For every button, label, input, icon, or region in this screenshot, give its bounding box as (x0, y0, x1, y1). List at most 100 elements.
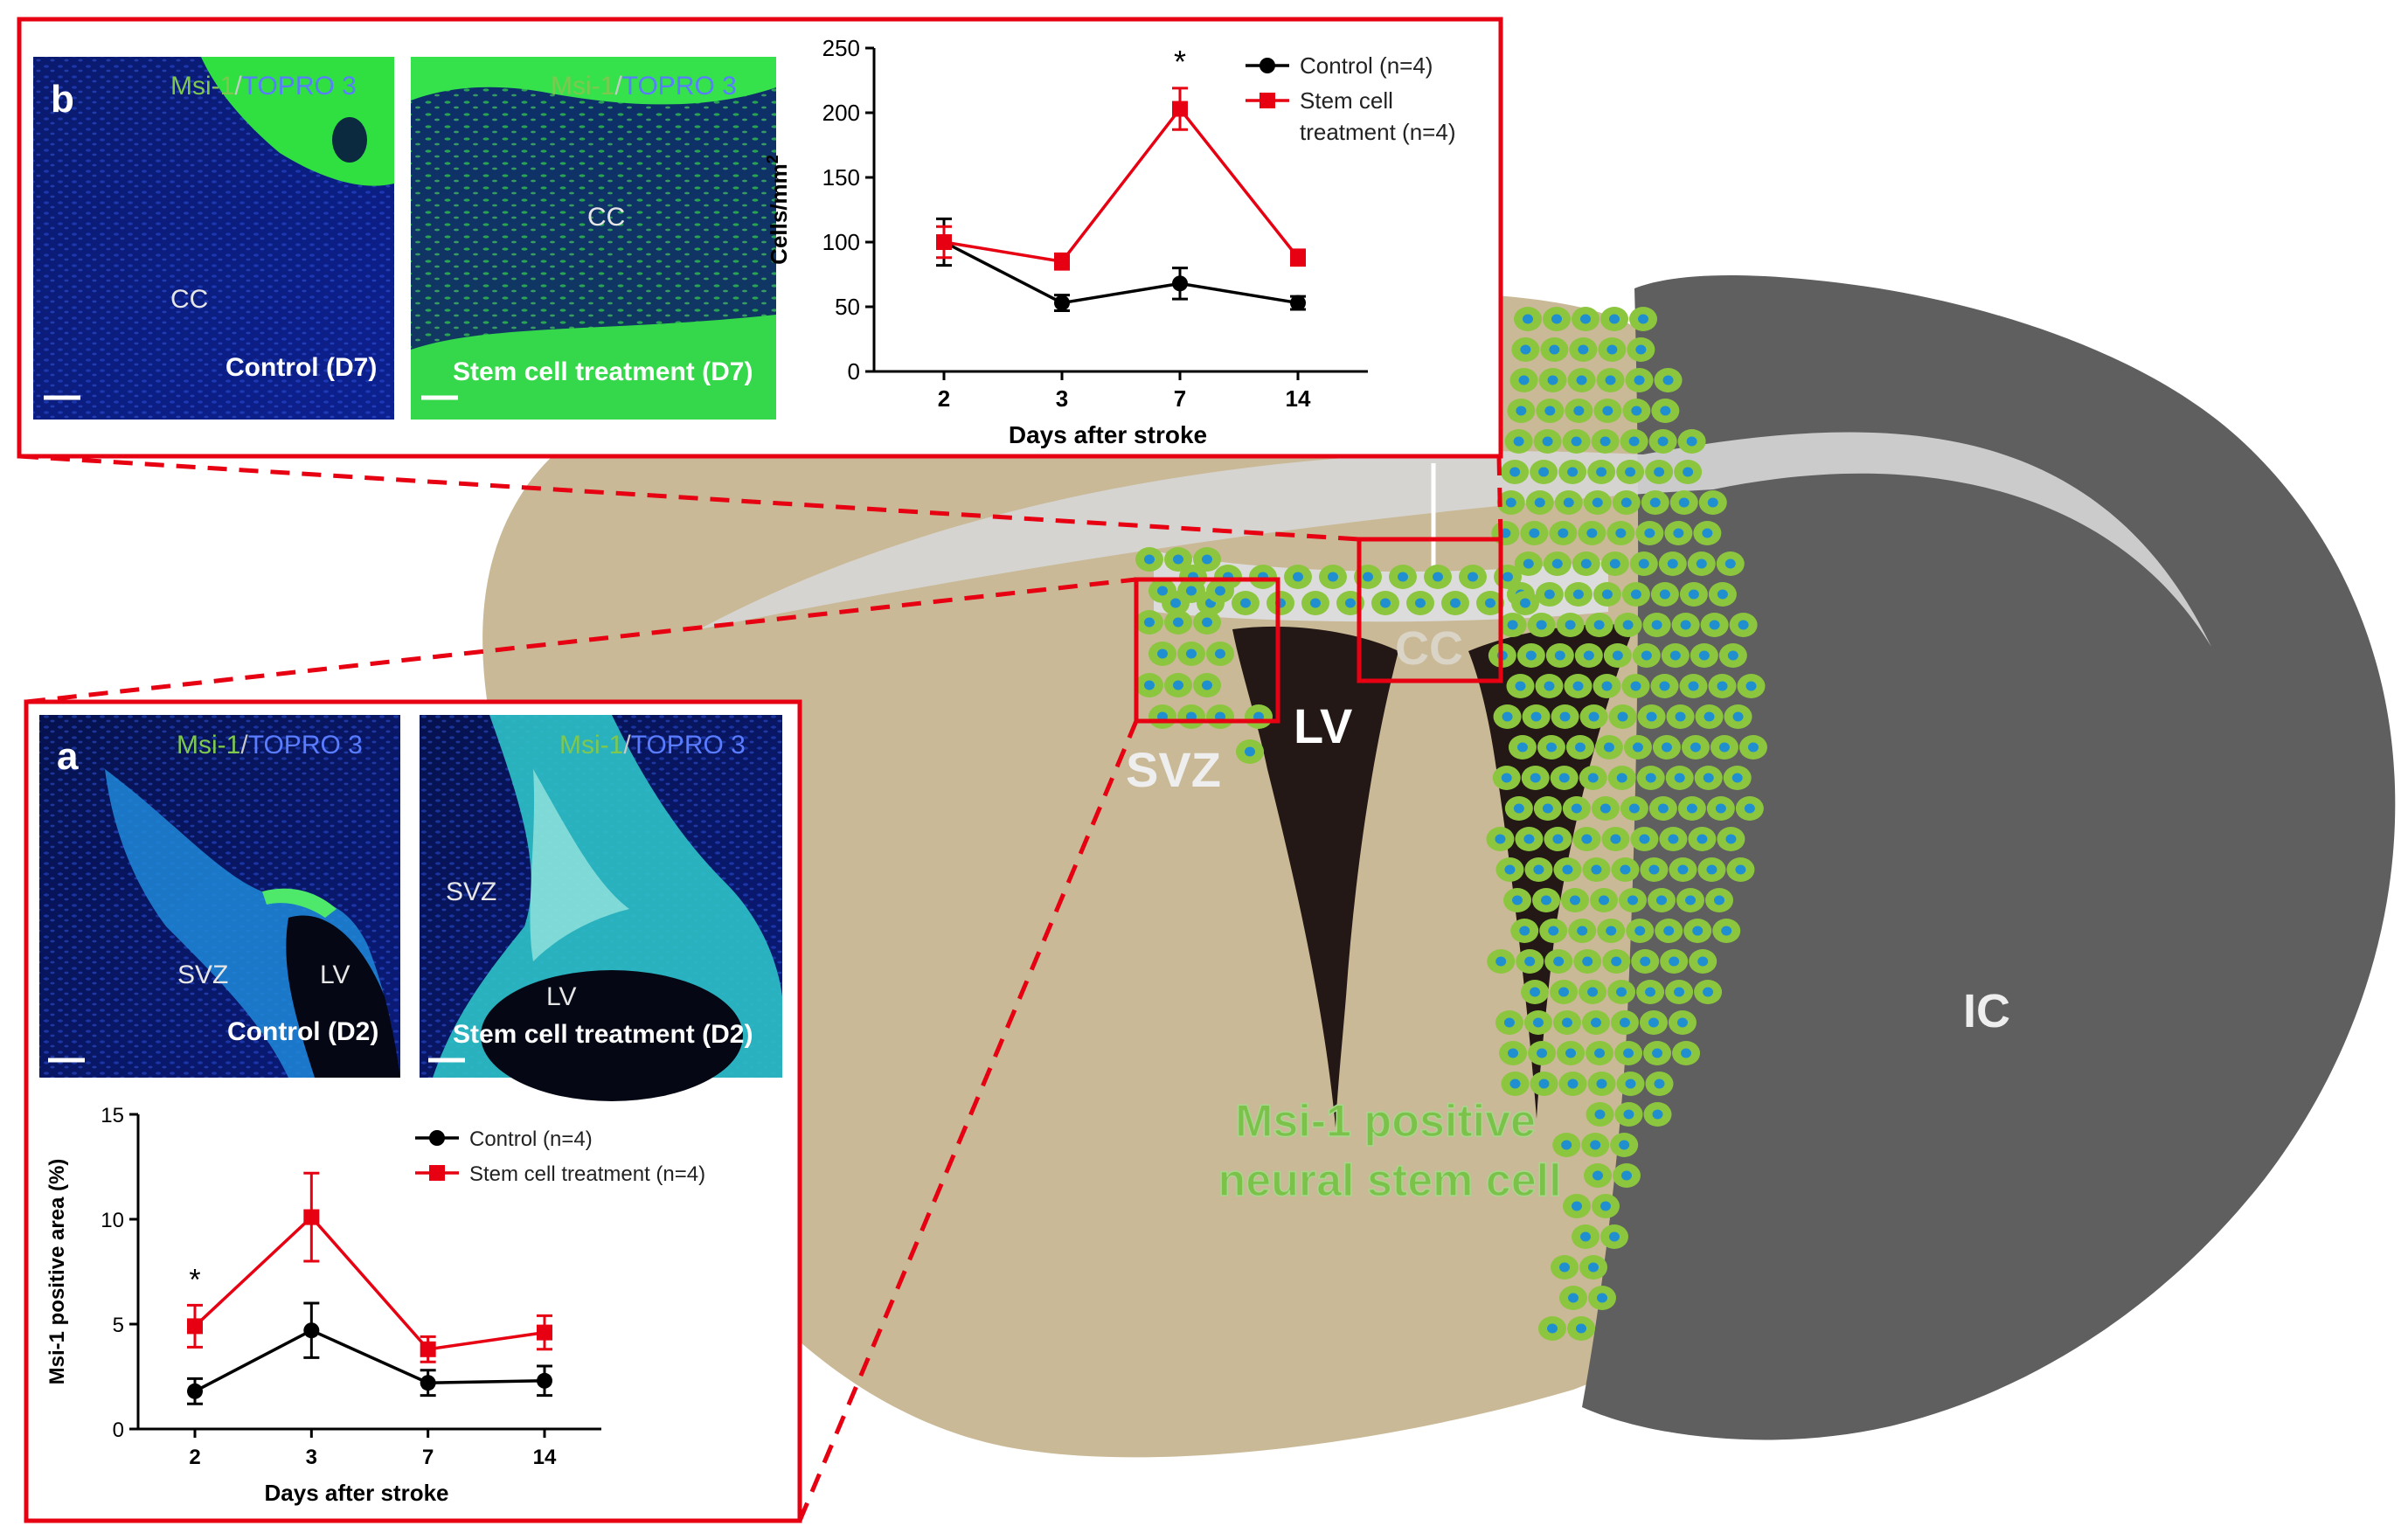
msi-1-cell (1708, 582, 1737, 607)
msi-1-cell (1616, 460, 1645, 484)
msi-1-cell (1496, 490, 1525, 515)
msi-1-cell (1607, 766, 1636, 790)
msi-1-cell (1606, 521, 1635, 545)
msi-1-cell (1597, 919, 1626, 943)
image-caption: Stem cell treatment (D2) (453, 1020, 753, 1049)
msi-1-cell (1537, 735, 1565, 760)
y-axis-label: Msi-1 positive area (%) (45, 1159, 69, 1385)
msi-1-cell (1648, 796, 1677, 821)
stain-label: Msi-1/TOPRO 3 (551, 72, 737, 101)
msi-1-cell (1651, 399, 1680, 423)
stain-label: Msi-1/TOPRO 3 (177, 731, 363, 760)
msi-1-cell (1177, 579, 1205, 603)
cc-region-label: CC (587, 203, 625, 232)
msi-1-cell (1568, 919, 1597, 943)
msi-1-cell (1583, 490, 1612, 515)
msi-1-cell (1683, 919, 1712, 943)
msi-1-cell (1631, 949, 1660, 974)
msi-1-cell (1558, 1072, 1587, 1096)
image-caption: Control (D7) (226, 353, 377, 382)
msi-1-cell (1511, 337, 1540, 362)
msi-1-cell (1610, 1133, 1639, 1157)
msi-1-cell (1509, 368, 1538, 392)
x-tick-label: 7 (1174, 385, 1186, 412)
msi-1-cell (1552, 1010, 1581, 1035)
msi-1-cell (1148, 704, 1176, 729)
msi-1-cell (1535, 582, 1564, 607)
msi-1-cell (1602, 949, 1631, 974)
msi-1-cell (1572, 827, 1601, 851)
image-caption: Control (D2) (227, 1017, 378, 1046)
msi-1-cell (1206, 704, 1234, 729)
msi-1-cell (1598, 337, 1627, 362)
msi-1-cell (1671, 613, 1700, 637)
image-caption: Stem cell treatment (D7) (453, 357, 753, 386)
msi-1-cell (1550, 980, 1579, 1004)
msi-1-cell (1389, 565, 1417, 589)
data-point (303, 1209, 320, 1225)
msi-1-cell (1148, 642, 1176, 666)
micrograph-a-control: a Msi-1/TOPRO 3 SVZ LV Control (D2) (39, 715, 400, 1078)
data-point (537, 1372, 552, 1389)
green-signal-top (411, 57, 776, 105)
msi-1-cell (1579, 980, 1607, 1004)
left-ventricle (1232, 626, 1398, 1127)
data-point (1290, 249, 1306, 266)
legend-item: Stem cell treatment (n=4) (415, 1162, 705, 1186)
msi-1-cell (1148, 579, 1176, 603)
msi-1-cell (1528, 1041, 1557, 1065)
stain-label: Msi-1/TOPRO 3 (170, 72, 357, 101)
msi-1-cell (1249, 565, 1277, 589)
msi-1-cell (1639, 1010, 1668, 1035)
msi-1-cell (1236, 739, 1264, 764)
ic-label: IC (1963, 985, 2010, 1037)
msi-1-cell (1603, 643, 1632, 668)
msi-1-cell (1406, 591, 1434, 615)
msi-1-cell (1232, 591, 1260, 615)
msi-1-cell (1666, 704, 1695, 729)
msi-1-cell (1591, 429, 1620, 454)
msi-1-cell (1581, 1133, 1610, 1157)
msi-1-cell (1523, 1010, 1552, 1035)
msi-1-cell (1514, 307, 1542, 331)
msi-1-cell (1611, 857, 1640, 882)
legend: Control (n=4)Stem cell treatment (n=4) (415, 1127, 705, 1186)
msi-1-cell (1574, 643, 1603, 668)
msi-1-cell (1516, 949, 1544, 974)
msi-1-cell (1588, 1286, 1616, 1310)
significance-asterisk: * (1174, 44, 1186, 80)
msi-1-cell (1501, 1072, 1530, 1096)
msi-1-cell (1543, 551, 1572, 576)
msi-1-cell (1608, 704, 1637, 729)
msi-1-cell (1655, 919, 1683, 943)
msi-1-cell (1591, 796, 1620, 821)
msi-1-cell (1592, 1194, 1620, 1218)
msi-1-cell (1587, 460, 1616, 484)
msi-1-cell (1510, 919, 1539, 943)
x-tick-label: 3 (1056, 385, 1068, 412)
msi-1-cell (1565, 735, 1594, 760)
msi-1-cell (1669, 490, 1698, 515)
msi-1-cell (1544, 949, 1573, 974)
svz-glow (530, 769, 629, 961)
msi-1-cell (1705, 888, 1734, 912)
msi-1-cell (1582, 857, 1611, 882)
data-point (1172, 101, 1188, 117)
msi-1-cell (1688, 827, 1717, 851)
msi-1-cell (1164, 547, 1192, 572)
msi-1-cell (1648, 888, 1676, 912)
msi-1-cell (1573, 949, 1602, 974)
msi-1-cell (1689, 949, 1718, 974)
msi-1-cell (1636, 766, 1665, 790)
y-axis-label: Cells/mm2 (764, 155, 792, 265)
msi-1-cell (1319, 565, 1347, 589)
msi-1-cell (1690, 643, 1718, 668)
msi-1-cell (1607, 980, 1636, 1004)
msi-1-cell (1677, 796, 1706, 821)
micrograph-b-control: b Msi-1/TOPRO 3 CC Control (D7) (33, 57, 394, 420)
panel-b: b Msi-1/TOPRO 3 CC Control (D7) Msi-1/TO… (17, 17, 1503, 459)
connector-a-top (25, 577, 1137, 704)
msi-1-cell (1659, 827, 1688, 851)
